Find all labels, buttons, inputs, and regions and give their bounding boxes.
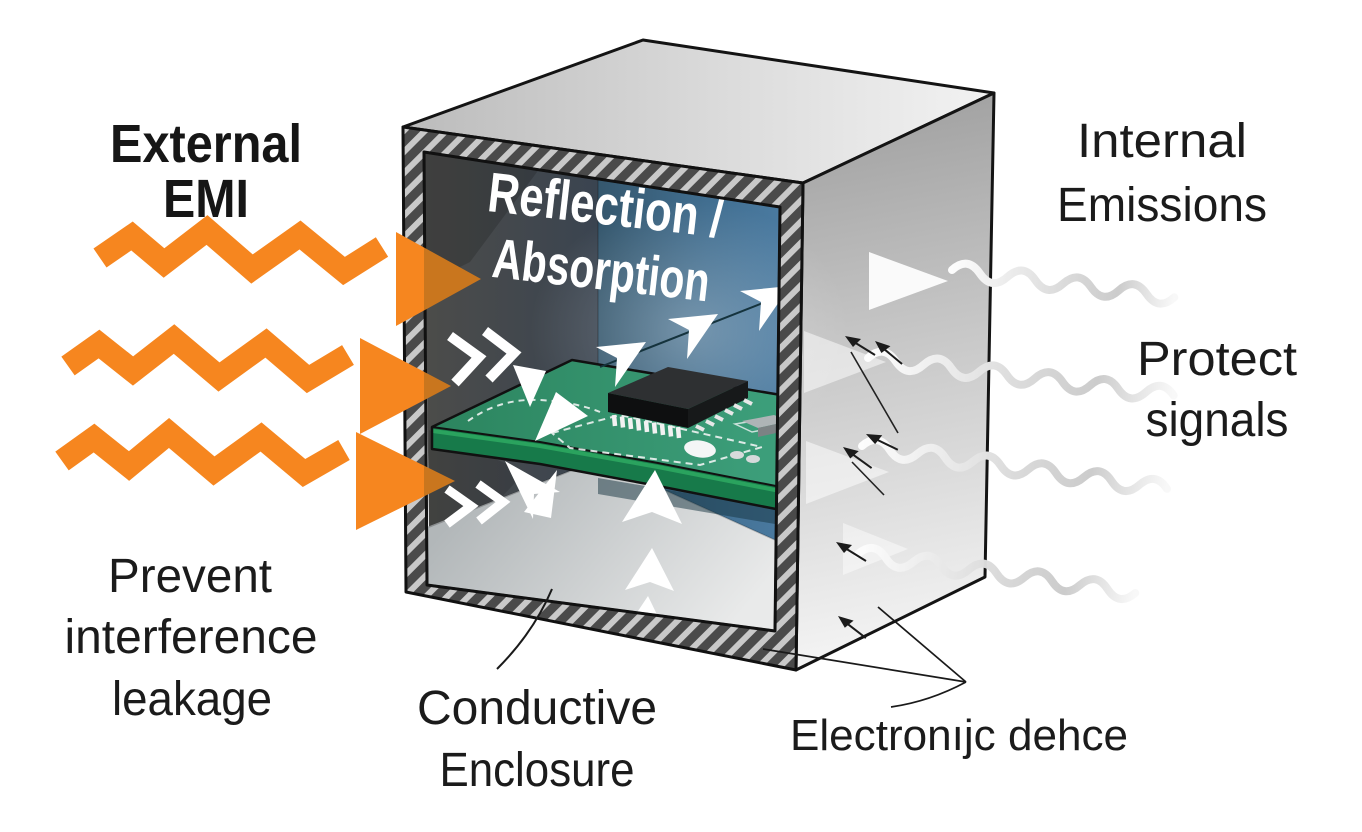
- prevent-leakage-label-line1: Prevent: [108, 550, 272, 603]
- chevron-arrows-upper: [447, 327, 522, 387]
- chip-pins-front: [611, 414, 682, 439]
- white-arrow-icon: [505, 461, 560, 519]
- emi-arrow-2: [61, 324, 354, 394]
- emission-wave-icon: [864, 347, 1178, 403]
- leader-lines: [496, 588, 967, 708]
- corner-shadow: [424, 152, 540, 285]
- external-emi-label-line1: External: [110, 114, 302, 174]
- emi-arrow-2-head: [360, 338, 424, 434]
- external-emi-arrows: [55, 215, 481, 530]
- leakage-darts: [835, 335, 906, 640]
- emission-wave-icon: [858, 436, 1172, 495]
- emi-arrow-1-head-inside: [424, 247, 481, 311]
- internal-emissions-label-line2: Emissions: [1057, 179, 1267, 232]
- device-leader-line: [890, 681, 967, 708]
- emi-arrow-1-head: [396, 232, 424, 326]
- emi-arrow-3: [55, 418, 350, 487]
- chip: [608, 367, 753, 439]
- capacitor: [730, 451, 744, 459]
- pcb-front-edge: [431, 426, 782, 488]
- pcb-outline: [430, 358, 783, 512]
- white-arrow-icon: [625, 548, 674, 591]
- labels: External EMI Internal Emissions Protect …: [65, 114, 1298, 797]
- chip-pins-right: [695, 398, 753, 432]
- internal-emission-waves: [854, 259, 1179, 603]
- emi-arrows-inside: [424, 247, 481, 497]
- emission-wave-icon: [854, 544, 1140, 603]
- white-arrow-icon: [513, 365, 546, 407]
- corner-shadow: [429, 430, 525, 540]
- chevron-icon: [444, 485, 479, 528]
- internal-emissions-label-line1: Internal: [1077, 115, 1247, 168]
- chevron-arrows-lower: [444, 480, 511, 528]
- pcb-side: [432, 427, 781, 510]
- chevron-icon: [481, 327, 522, 383]
- capacitor: [746, 455, 760, 463]
- shield-frame: [401, 125, 805, 672]
- chevron-icon: [475, 480, 511, 525]
- chip-right: [688, 381, 748, 428]
- prevent-leakage-label-line3: leakage: [112, 673, 272, 726]
- emission-wave-icon: [948, 259, 1179, 308]
- chip-top: [608, 367, 748, 409]
- protect-signals-label-line1: Protect: [1137, 333, 1297, 386]
- pcb-pad: [684, 440, 716, 458]
- white-arrow-icon: [622, 470, 682, 524]
- conductive-leader-line: [496, 588, 553, 670]
- white-arrow-icon: [596, 342, 646, 387]
- emi-arrows-bright: [55, 215, 424, 530]
- chevron-icon: [447, 331, 487, 387]
- electronic-device-pcb: [430, 358, 791, 512]
- conductive-enclosure-label-line2: Enclosure: [440, 744, 635, 797]
- electronic-device-label: Electronıjc dehce: [790, 711, 1128, 760]
- conductive-enclosure-label-line1: Conductive: [417, 682, 657, 735]
- emi-arrow-2-head-inside: [424, 371, 451, 401]
- prevent-leakage-label-line2: interference: [65, 611, 318, 664]
- white-arrow-icon: [668, 314, 718, 359]
- white-arrow-icon: [806, 441, 889, 504]
- emi-arrow-1: [93, 215, 389, 286]
- frame-inner-outline: [422, 150, 782, 633]
- pcb-underside-shadow: [598, 478, 775, 524]
- device-leader-line: [762, 648, 967, 683]
- dart-trace-line: [851, 461, 885, 496]
- emi-arrow-3-head: [356, 432, 424, 530]
- white-arrow-icon: [869, 252, 948, 310]
- white-arrow-icon: [535, 392, 588, 441]
- external-emi-label-line2: EMI: [163, 169, 249, 229]
- chip-front: [608, 393, 688, 428]
- device-leader-line: [877, 606, 967, 683]
- emi-arrow-3-head-inside: [424, 465, 455, 497]
- pcb-side-highlight: [432, 429, 781, 493]
- dart-trace-line: [850, 351, 899, 434]
- protect-signals-label-line2: signals: [1146, 394, 1289, 447]
- white-arrow-icon: [524, 470, 557, 518]
